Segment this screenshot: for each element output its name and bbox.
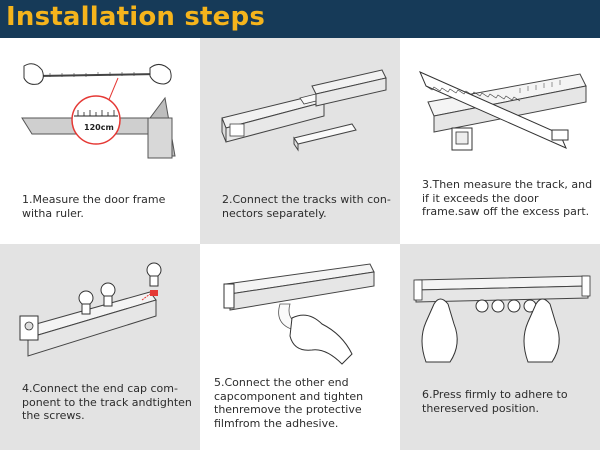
connect-tracks-illustration	[221, 69, 387, 152]
step-3-caption: 3.Then measure the track, and if it exce…	[422, 178, 593, 218]
step-4-caption: 4.Connect the end cap com-ponent to the …	[22, 382, 192, 422]
ruler-measurement-label: 120cm	[84, 123, 114, 132]
measure-door-illustration: 120cm	[21, 63, 176, 159]
step-4-panel: 4.Connect the end cap com-ponent to the …	[0, 244, 200, 450]
step-3-panel: 3.Then measure the track, and if it exce…	[400, 38, 600, 244]
step-5-panel: 5.Connect the other end capcomponent and…	[200, 244, 400, 450]
step-6-panel: 6.Press firmly to adhere to thereserved …	[400, 244, 600, 450]
step-2-panel: 2.Connect the tracks with con-nectors se…	[200, 38, 400, 244]
step-6-caption: 6.Press firmly to adhere to thereserved …	[422, 388, 568, 415]
saw-track-illustration	[419, 71, 587, 151]
page-title: Installation steps	[6, 2, 265, 32]
step-5-caption: 5.Connect the other end capcomponent and…	[214, 376, 364, 430]
step-1-caption: 1.Measure the door frame witha ruler.	[22, 193, 166, 220]
step-2-caption: 2.Connect the tracks with con-nectors se…	[222, 193, 391, 220]
end-cap-illustration	[19, 262, 162, 357]
step-1-panel: 120cm 1.Measure the door frame witha rul…	[0, 38, 200, 244]
press-adhere-illustration	[413, 275, 591, 363]
remove-film-illustration	[223, 263, 375, 365]
header-banner: Installation steps	[0, 0, 600, 38]
